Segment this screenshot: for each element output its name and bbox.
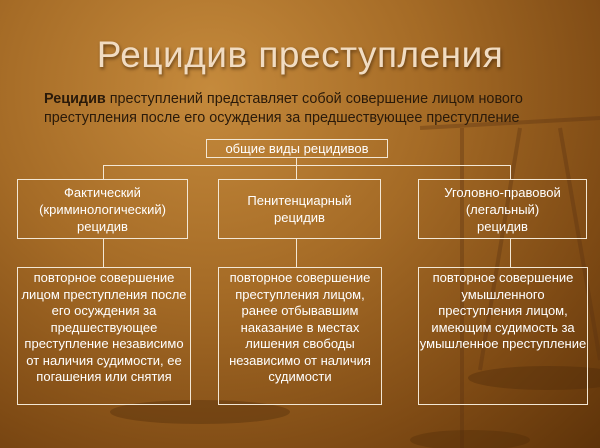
type-node-label: Уголовно-правовой (легальный) рецидив — [444, 184, 561, 234]
connector-right-down — [510, 165, 511, 179]
connector-left-down — [103, 165, 104, 179]
type-node-penitentiary: Пенитенциарный рецидив — [218, 179, 381, 239]
root-node-label: общие виды рецидивов — [225, 141, 369, 156]
definition-term: Рецидив — [44, 91, 106, 107]
root-node: общие виды рецидивов — [206, 139, 388, 158]
connector-horizontal — [103, 165, 511, 166]
type-node-legal: Уголовно-правовой (легальный) рецидив — [418, 179, 587, 239]
description-node-legal: повторное совершение умышленного преступ… — [418, 267, 588, 405]
connector-middle-down — [296, 165, 297, 179]
description-text: повторное совершение преступления лицом,… — [229, 270, 371, 384]
type-node-label: Пенитенциарный рецидив — [247, 193, 352, 225]
connector-right-type-desc — [510, 239, 511, 267]
definition-text: Рецидив преступлений представляет собой … — [44, 90, 564, 128]
definition-body: преступлений представляет собой совершен… — [44, 91, 523, 126]
connector-middle-type-desc — [296, 239, 297, 267]
description-text: повторное совершение лицом преступления … — [21, 270, 187, 384]
description-node-factual: повторное совершение лицом преступления … — [17, 267, 191, 405]
type-node-factual: Фактический (криминологический) рецидив — [17, 179, 188, 239]
connector-root-down — [296, 157, 297, 166]
type-node-label: Фактический (криминологический) рецидив — [39, 184, 166, 234]
description-node-penitentiary: повторное совершение преступления лицом,… — [218, 267, 382, 405]
connector-left-type-desc — [103, 239, 104, 267]
page-title: Рецидив преступления — [96, 34, 504, 75]
description-text: повторное совершение умышленного преступ… — [419, 270, 587, 351]
